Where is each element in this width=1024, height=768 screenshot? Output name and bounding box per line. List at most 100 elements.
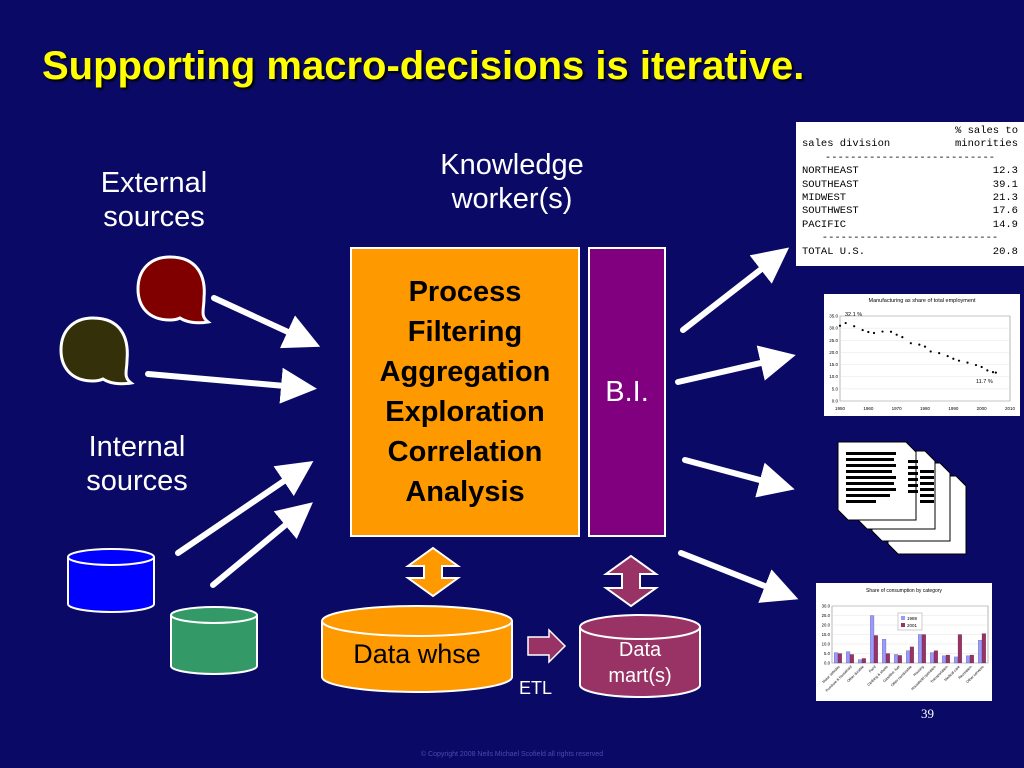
line-chart-point: [952, 357, 955, 360]
report-header-1: % sales to: [954, 125, 1018, 137]
process-item: Analysis: [405, 476, 525, 508]
data-mart-db: [579, 614, 701, 698]
process-box: Process Filtering Aggregation Exploratio…: [350, 247, 580, 537]
bar-1989: [858, 659, 863, 664]
line-chart-y-tick: 20.0: [829, 350, 838, 355]
line-chart-start-label: 32.1 %: [845, 312, 862, 318]
line-chart-point: [901, 336, 904, 339]
external-source-icon-1: [136, 255, 212, 325]
bar-2001: [885, 653, 890, 664]
bar-1989: [906, 650, 911, 664]
line-chart-point: [994, 371, 997, 374]
bar-2001: [969, 654, 974, 664]
bar-1989: [966, 655, 971, 664]
knowledge-workers-label: Knowledge worker(s): [440, 149, 584, 215]
bar-chart: Share of consumption by category 30.025.…: [816, 583, 992, 701]
line-chart-title: Manufacturing as share of total employme…: [868, 298, 975, 304]
data-warehouse-db: [321, 605, 513, 693]
bar-2001: [921, 634, 926, 664]
output-arrows: [675, 247, 799, 603]
line-chart-point: [929, 350, 932, 353]
bar-1989: [930, 652, 935, 664]
bar-1989: [918, 634, 923, 664]
bar-2001: [981, 633, 986, 664]
line-chart-point: [844, 321, 847, 325]
line-chart-x-tick: 2010: [1005, 406, 1016, 411]
legend-swatch-2001: [901, 623, 905, 627]
internal-sources-label: Internal sources: [86, 431, 188, 497]
documents-icon: [837, 441, 967, 555]
line-chart-point: [918, 343, 921, 346]
line-chart-point: [986, 369, 989, 372]
bar-2001: [957, 634, 962, 664]
bar-2001: [849, 654, 854, 664]
internal-source-db-1: [67, 548, 155, 613]
report-divider: ---------------------------: [824, 151, 996, 164]
bar-1989: [846, 651, 851, 664]
line-chart-point: [872, 331, 876, 335]
bar-2001: [837, 653, 842, 664]
line-chart-x-tick: 1980: [920, 406, 931, 411]
bar-chart-y-tick: 20.0: [822, 623, 831, 628]
line-chart-point: [853, 325, 856, 328]
line-chart-x-tick: 1950: [835, 406, 846, 411]
line-chart-point: [946, 354, 949, 358]
bar-2001: [873, 635, 878, 664]
bar-chart-y-tick: 0.0: [824, 661, 831, 666]
input-arrows: [145, 295, 321, 588]
line-chart-point: [923, 345, 927, 348]
legend-label-2001: 2001: [907, 623, 918, 628]
process-item: Process: [408, 276, 522, 308]
double-arrow-whse: [404, 546, 462, 598]
line-chart-point: [861, 328, 864, 332]
line-chart-x-tick: 1960: [863, 406, 874, 411]
process-item: Filtering: [407, 316, 523, 348]
report-divider: ----------------------------: [821, 232, 999, 245]
etl-arrow: [527, 628, 567, 664]
line-chart-y-tick: 10.0: [829, 374, 838, 379]
line-chart-y-tick: 15.0: [829, 362, 838, 367]
bar-2001: [909, 646, 914, 664]
line-chart-point: [895, 333, 898, 336]
line-chart-point: [974, 363, 978, 367]
bar-2001: [897, 655, 902, 664]
line-chart-y-tick: 25.0: [829, 338, 838, 343]
etl-label: ETL: [519, 678, 553, 698]
line-chart-point: [881, 330, 884, 333]
external-source-icon-2: [59, 316, 135, 386]
bi-box: B.I.: [588, 247, 666, 537]
line-chart-point: [938, 352, 941, 355]
line-chart-point: [966, 361, 969, 364]
bar-1989: [954, 656, 959, 664]
line-chart-x-tick: 2000: [977, 406, 988, 411]
legend-swatch-1989: [901, 616, 905, 620]
line-chart-point: [867, 330, 870, 334]
bar-2001: [933, 650, 938, 664]
bar-1989: [894, 654, 899, 664]
line-chart-point: [838, 324, 842, 327]
internal-source-db-2: [170, 606, 258, 675]
line-chart-point: [991, 371, 995, 374]
bar-1989: [870, 615, 875, 664]
legend-label-1989: 1989: [907, 616, 918, 621]
process-item: Aggregation: [379, 356, 551, 388]
copyright-notice: © Copyright 2008 Neils Michael Scofield …: [420, 751, 604, 758]
bar-chart-y-tick: 10.0: [822, 642, 831, 647]
slide-title: Supporting macro-decisions is iterative.: [42, 44, 805, 88]
bar-1989: [882, 639, 887, 664]
bar-1989: [978, 640, 983, 664]
report-total: TOTAL U.S.20.8: [802, 245, 1018, 258]
line-chart-x-tick: 1970: [892, 406, 903, 411]
bar-chart-y-tick: 30.0: [822, 604, 831, 609]
line-chart-end-label: 11.7 %: [976, 379, 993, 385]
bar-chart-x-tick: Food: [868, 665, 877, 674]
data-whse-label: Data whse: [353, 639, 481, 669]
bar-2001: [861, 658, 866, 664]
bar-chart-y-tick: 15.0: [822, 632, 831, 637]
